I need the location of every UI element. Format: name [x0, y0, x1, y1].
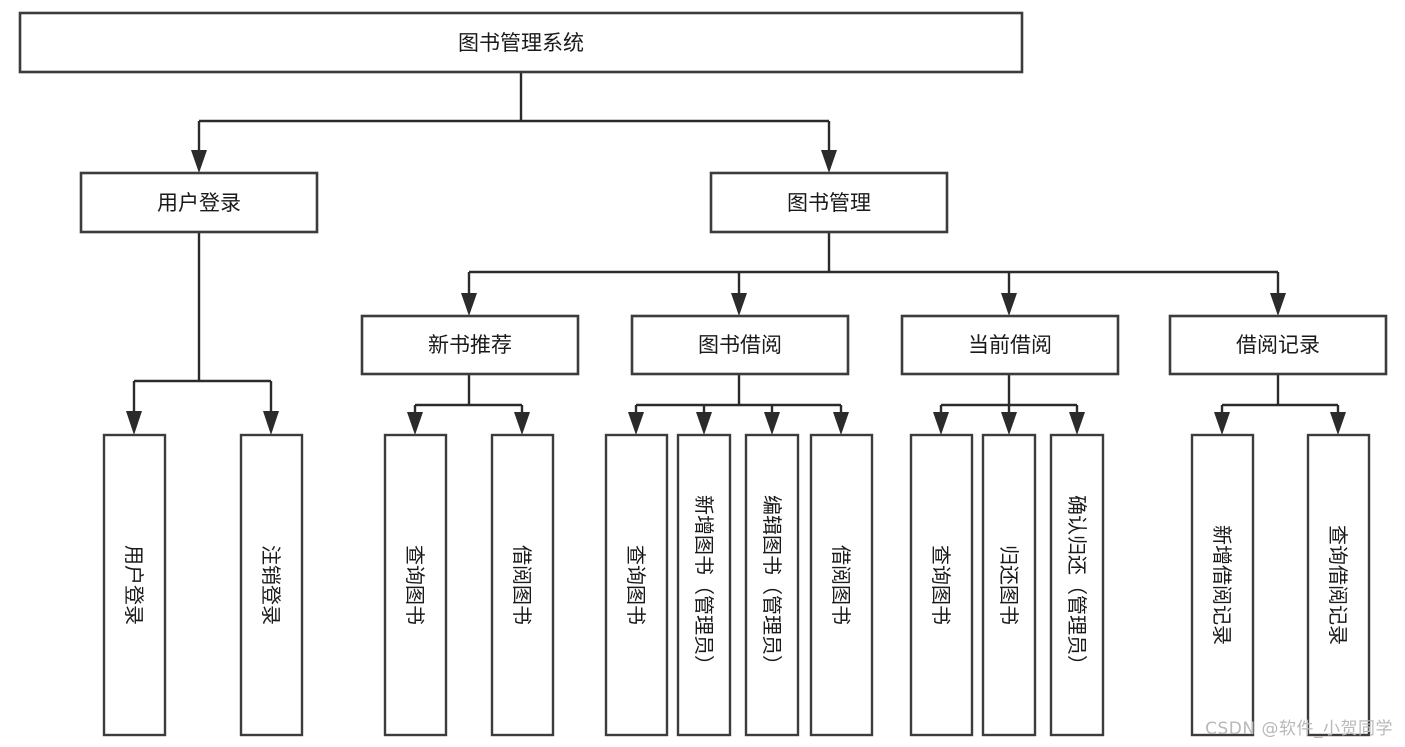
arrowhead-leaf-user-login: [126, 411, 142, 435]
node-leaf-logout-box[interactable]: [239, 433, 304, 737]
node-leaf-user-login-label: 用户登录: [122, 545, 146, 625]
node-leaf-add-book-box[interactable]: [676, 433, 732, 737]
arrowhead-leaf-borrow-book-2: [833, 412, 849, 435]
node-borrow-record[interactable]: 借阅记录: [1168, 314, 1388, 376]
arrowhead-book-borrow: [731, 293, 747, 316]
node-current-borrow-label: 当前借阅: [968, 333, 1052, 357]
node-book-management-label: 图书管理: [787, 191, 871, 215]
node-leaf-confirm-return-label: 确认归还（管理员）: [1065, 495, 1089, 675]
node-leaf-user-login[interactable]: 用户登录: [102, 433, 167, 737]
node-leaf-query-record[interactable]: 查询借阅记录: [1306, 433, 1371, 737]
connector-group-user-login: [126, 232, 279, 435]
node-book-management[interactable]: 图书管理: [709, 171, 949, 234]
arrowhead-current-borrow: [1001, 293, 1017, 316]
node-leaf-add-record-box[interactable]: [1190, 433, 1255, 737]
node-leaf-confirm-return[interactable]: 确认归还（管理员）: [1049, 433, 1105, 737]
node-leaf-return-book-box[interactable]: [981, 433, 1037, 737]
arrowhead-leaf-add-book: [696, 412, 712, 435]
arrowhead-leaf-borrow-book-1: [514, 412, 530, 435]
connector-group-book-management: [461, 232, 1286, 316]
node-borrow-record-box[interactable]: [1168, 314, 1388, 376]
node-user-login-label: 用户登录: [157, 191, 241, 215]
node-leaf-borrow-book-1-label: 借阅图书: [510, 545, 534, 625]
node-leaf-confirm-return-box[interactable]: [1049, 433, 1105, 737]
node-leaf-query-book-2-box[interactable]: [604, 433, 669, 737]
arrowhead-leaf-query-book-1: [407, 412, 423, 435]
node-leaf-query-book-2[interactable]: 查询图书: [604, 433, 669, 737]
node-user-login[interactable]: 用户登录: [79, 171, 319, 234]
connector-group-book-borrow: [628, 374, 849, 435]
node-leaf-query-book-1-label: 查询图书: [403, 545, 427, 625]
node-leaf-borrow-book-1-box[interactable]: [490, 433, 555, 737]
arrowhead-leaf-return-book: [1001, 412, 1017, 435]
connector-group-borrow-record: [1214, 374, 1346, 435]
arrowhead-leaf-query-book-3: [933, 412, 949, 435]
connector-group-current-borrow: [933, 374, 1085, 435]
connector-group-root: [191, 72, 837, 173]
arrowhead-leaf-confirm-return: [1069, 412, 1085, 435]
node-leaf-query-book-1-box[interactable]: [383, 433, 448, 737]
arrowhead-book-management: [821, 150, 837, 173]
node-leaf-query-book-3[interactable]: 查询图书: [909, 433, 974, 737]
node-leaf-query-book-2-label: 查询图书: [624, 545, 648, 625]
node-leaf-query-book-3-box[interactable]: [909, 433, 974, 737]
node-leaf-add-book-label: 新增图书（管理员）: [692, 495, 716, 675]
node-current-borrow[interactable]: 当前借阅: [900, 314, 1120, 376]
arrowhead-user-login: [191, 150, 207, 173]
node-book-borrow-box[interactable]: [630, 314, 850, 376]
node-new-book-recommend[interactable]: 新书推荐: [360, 314, 580, 376]
node-root-label: 图书管理系统: [458, 31, 584, 55]
node-leaf-query-record-label: 查询借阅记录: [1326, 525, 1350, 645]
node-leaf-borrow-book-1[interactable]: 借阅图书: [490, 433, 555, 737]
node-leaf-return-book-label: 归还图书: [997, 545, 1021, 625]
node-root[interactable]: 图书管理系统: [18, 11, 1024, 74]
node-leaf-add-record[interactable]: 新增借阅记录: [1190, 433, 1255, 737]
arrowhead-leaf-query-record: [1330, 412, 1346, 435]
arrowhead-new-book-recommend: [461, 293, 477, 316]
node-leaf-borrow-book-2-box[interactable]: [809, 433, 874, 737]
node-leaf-add-record-label: 新增借阅记录: [1210, 525, 1234, 645]
node-leaf-borrow-book-2[interactable]: 借阅图书: [809, 433, 874, 737]
node-new-book-recommend-box[interactable]: [360, 314, 580, 376]
node-current-borrow-box[interactable]: [900, 314, 1120, 376]
node-leaf-user-login-box[interactable]: [102, 433, 167, 737]
node-leaf-query-book-1[interactable]: 查询图书: [383, 433, 448, 737]
node-book-management-box[interactable]: [709, 171, 949, 234]
node-leaf-query-book-3-label: 查询图书: [929, 545, 953, 625]
arrowhead-leaf-query-book-2: [628, 412, 644, 435]
node-borrow-record-label: 借阅记录: [1236, 333, 1320, 357]
node-leaf-edit-book[interactable]: 编辑图书（管理员）: [744, 433, 800, 737]
node-leaf-edit-book-box[interactable]: [744, 433, 800, 737]
arrowhead-leaf-edit-book: [764, 412, 780, 435]
node-leaf-add-book[interactable]: 新增图书（管理员）: [676, 433, 732, 737]
arrowhead-leaf-add-record: [1214, 412, 1230, 435]
node-leaf-query-record-box[interactable]: [1306, 433, 1371, 737]
node-new-book-recommend-label: 新书推荐: [428, 333, 512, 357]
node-leaf-logout-label: 注销登录: [259, 545, 283, 625]
node-leaf-logout[interactable]: 注销登录: [239, 433, 304, 737]
node-leaf-borrow-book-2-label: 借阅图书: [829, 545, 853, 625]
node-book-borrow[interactable]: 图书借阅: [630, 314, 850, 376]
node-user-login-box[interactable]: [79, 171, 319, 234]
node-leaf-return-book[interactable]: 归还图书: [981, 433, 1037, 737]
arrowhead-borrow-record: [1270, 293, 1286, 316]
node-leaf-edit-book-label: 编辑图书（管理员）: [760, 495, 784, 675]
arrowhead-leaf-logout: [263, 411, 279, 435]
node-book-borrow-label: 图书借阅: [698, 333, 782, 357]
connector-group-new-book-recommend: [407, 374, 530, 435]
node-root-box[interactable]: [18, 11, 1024, 74]
